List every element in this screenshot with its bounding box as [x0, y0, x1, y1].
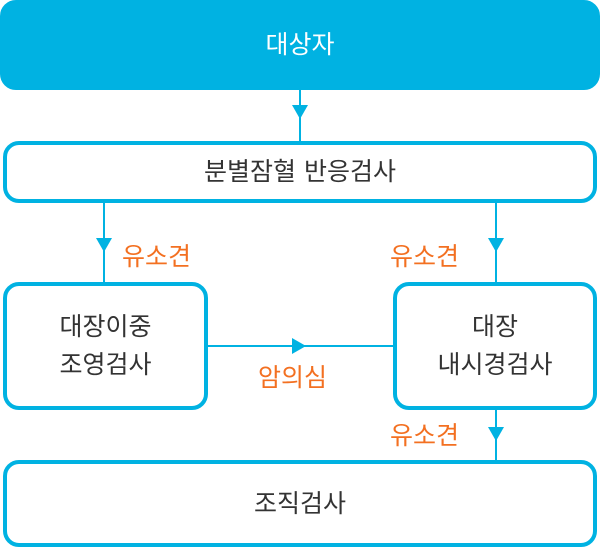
edge-label-suspicious: 암의심: [258, 363, 328, 392]
node-biopsy: 조직검사: [3, 460, 597, 547]
arrowhead-screening-endoscopy: [488, 238, 504, 252]
node-screening-label: 분별잠혈 반응검사: [204, 157, 396, 186]
node-contrast-exam: 대장이중 조영검사: [3, 282, 208, 410]
node-screening: 분별잠혈 반응검사: [3, 141, 597, 203]
node-contrast-exam-label: 대장이중 조영검사: [59, 312, 152, 379]
arrowhead-screening-contrast: [96, 238, 112, 252]
arrowhead-contrast-endoscopy: [292, 338, 306, 354]
edge-label-positive-left: 유소견: [122, 242, 192, 271]
arrowhead-endoscopy-biopsy: [488, 427, 504, 441]
node-subject: 대상자: [0, 0, 600, 90]
edge-label-positive-right: 유소견: [390, 242, 460, 271]
edge-label-positive-bottom: 유소견: [390, 421, 460, 450]
node-subject-label: 대상자: [265, 30, 335, 59]
node-endoscopy-label: 대장 내시경검사: [437, 312, 553, 379]
arrowhead-subject-screening: [292, 105, 308, 119]
node-biopsy-label: 조직검사: [253, 488, 346, 518]
node-endoscopy: 대장 내시경검사: [393, 282, 597, 410]
